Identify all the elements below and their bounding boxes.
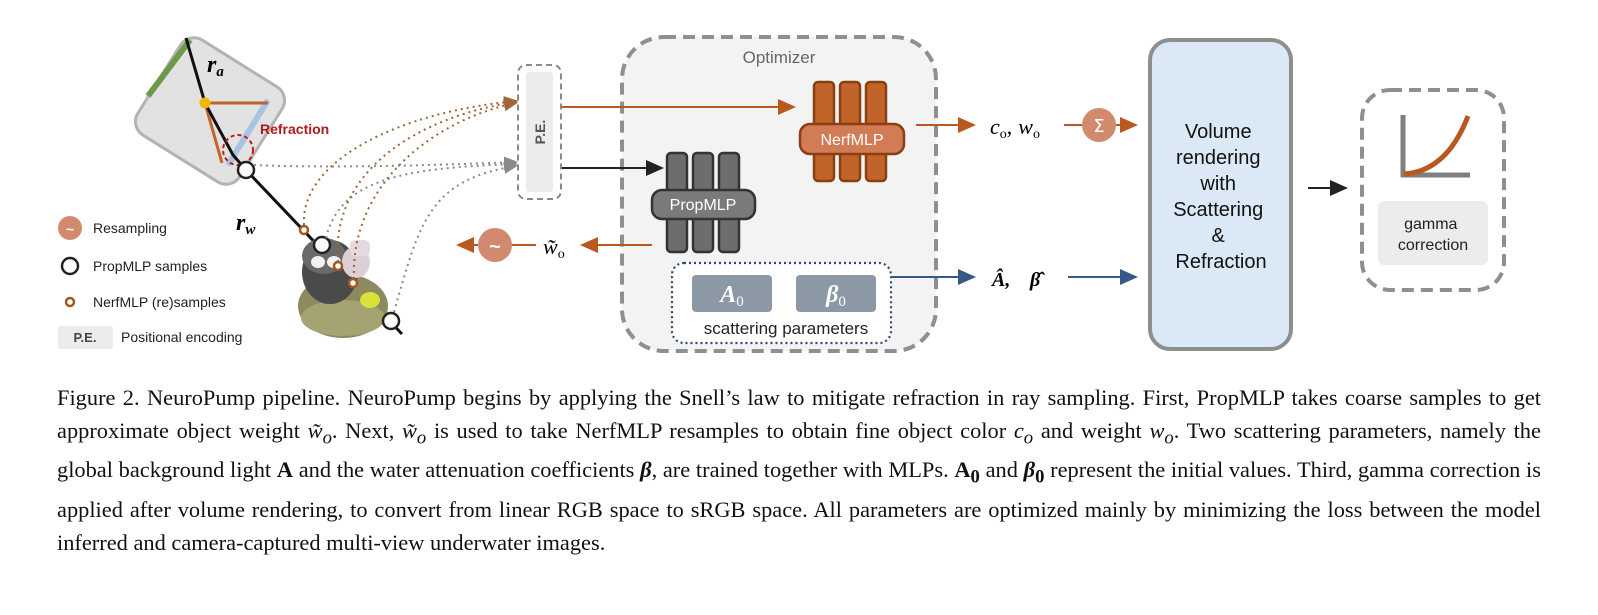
gamma-curve-icon	[1400, 115, 1471, 178]
pe-label: P.E.	[532, 120, 548, 145]
nerfmlp-sample-to-pe	[302, 96, 518, 226]
flat-port-window	[225, 98, 271, 167]
refraction-point	[199, 97, 211, 109]
nerfmlp-sample-to-pe	[352, 99, 518, 280]
legend-pe-label: Positional encoding	[121, 329, 242, 345]
legend-resampling-symbol: ~	[66, 221, 74, 237]
beta0-parameter	[796, 275, 876, 312]
legend-resampling-icon	[58, 216, 82, 240]
legend-pe-badge-label: P.E.	[74, 330, 97, 345]
a-hat-label: Â,	[990, 267, 1010, 291]
w-tilde-label: w̃o	[543, 234, 565, 262]
figure-number: Figure 2.	[57, 385, 140, 410]
refraction-label: Refraction	[260, 121, 329, 137]
a0-label: A0	[718, 282, 744, 310]
beta0-label: β0	[825, 282, 846, 310]
legend-nerfmlp-icon	[64, 296, 76, 308]
incident-ray-segment	[203, 102, 224, 164]
nerfmlp-sample	[298, 224, 310, 236]
positional-encoding-block: P.E.	[517, 64, 562, 200]
legend-propmlp-icon	[60, 256, 80, 276]
resample-node	[478, 228, 512, 262]
legend: ~ Resampling PropMLP samples NerfMLP (re…	[58, 216, 242, 349]
gamma-correction-label-box	[1378, 201, 1488, 265]
color-weight-label: co,wo	[990, 114, 1040, 142]
sum-node	[1082, 108, 1116, 142]
propmlp-block: PropMLP	[650, 151, 757, 254]
ray-air-label: ra	[207, 52, 224, 80]
propmlp-sample-to-pe	[253, 156, 518, 169]
gamma-correction-label: gamma correction	[1398, 216, 1468, 254]
legend-resampling-label: Resampling	[93, 220, 167, 236]
beta-hat-label: β̂	[1029, 269, 1045, 291]
ray-air	[184, 37, 248, 171]
figure-caption: Figure 2. NeuroPump pipeline. NeuroPump …	[57, 385, 1542, 555]
propmlp-sample-to-pe	[325, 158, 518, 239]
volume-rendering-box	[1148, 38, 1293, 351]
legend-propmlp-label: PropMLP samples	[93, 258, 207, 274]
pipeline-diagram: Refraction ra rw P.E. Optimizer	[58, 35, 1506, 353]
scattering-parameters-label: scattering parameters	[704, 319, 868, 338]
nerfmlp-label: NerfMLP	[820, 132, 883, 149]
propmlp-label: PropMLP	[670, 197, 737, 214]
underwater-object	[298, 238, 388, 338]
resample-symbol: ~	[489, 236, 501, 258]
camera-lens-strip	[145, 38, 193, 98]
volume-rendering-label: Volume rendering with Scattering & Refra…	[1173, 121, 1269, 273]
propmlp-sample-to-pe	[393, 162, 518, 313]
ray-water-label: rw	[236, 210, 256, 238]
propmlp-sample	[236, 160, 256, 180]
propmlp-sample	[381, 311, 401, 331]
refraction-highlight	[222, 134, 254, 166]
optimizer-label: Optimizer	[743, 48, 816, 67]
legend-pe-badge	[58, 326, 113, 349]
nerfmlp-block: NerfMLP	[798, 80, 906, 183]
nerfmlp-sample	[347, 277, 359, 289]
sum-symbol: Σ	[1093, 116, 1104, 137]
legend-nerfmlp-label: NerfMLP (re)samples	[93, 294, 226, 310]
propmlp-sample	[312, 235, 332, 255]
nerfmlp-sample	[332, 260, 344, 272]
a0-parameter	[692, 275, 772, 312]
